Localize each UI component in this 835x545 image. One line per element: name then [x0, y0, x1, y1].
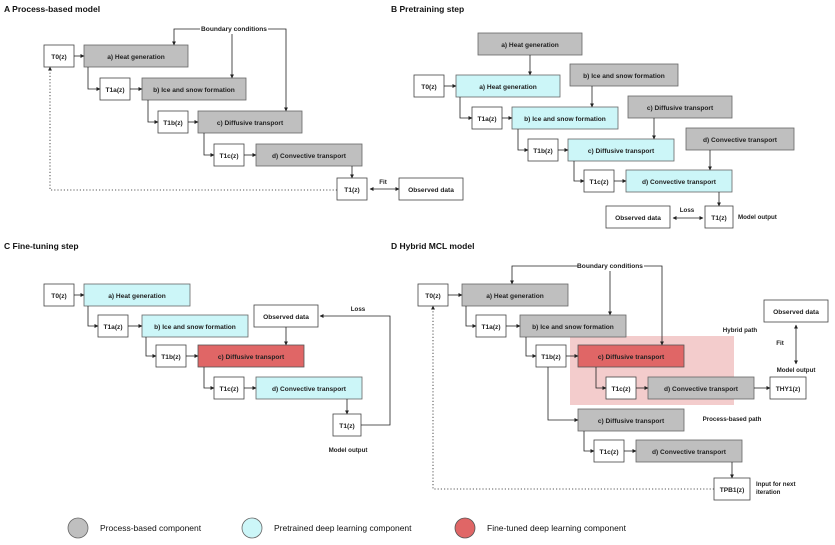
panel-a: T0(z) a) Heat generation T1a(z) b) Ice a… — [43, 26, 464, 201]
b-diff-label: c) Diffusive transport — [588, 148, 655, 155]
d-iteration-label: iteration — [756, 489, 781, 496]
d-heat-label: a) Heat generation — [486, 293, 544, 300]
b-t1b-label: T1b(z) — [533, 148, 552, 155]
d-conv-hyb-label: d) Convective transport — [664, 386, 739, 393]
b-t0-label: T0(z) — [421, 84, 436, 91]
b-loss-label: Loss — [680, 207, 695, 214]
b-ice-label: b) Ice and snow formation — [524, 116, 606, 123]
d-observed-box — [763, 299, 829, 323]
a-observed-label: Observed data — [408, 187, 454, 194]
a-t0-label: T0(z) — [51, 54, 66, 61]
d-thy1-label: THY1(z) — [776, 386, 801, 393]
c-ice-label: b) Ice and snow formation — [154, 324, 236, 331]
c-t1a-label: T1a(z) — [103, 324, 122, 331]
legend: Process-based component Pretrained deep … — [67, 517, 627, 539]
a-t1-label: T1(z) — [344, 187, 359, 194]
b-observed-box — [605, 205, 671, 229]
c-conv-label: d) Convective transport — [272, 386, 347, 393]
d-diff-pb-label: c) Diffusive transport — [598, 418, 665, 425]
panel-a-title: A Process-based model — [4, 4, 100, 14]
d-t0-label: T0(z) — [425, 293, 440, 300]
c-diff-label: c) Diffusive transport — [218, 354, 285, 361]
b-diff-ref-label: c) Diffusive transport — [647, 105, 714, 112]
panel-d-title: D Hybrid MCL model — [391, 241, 474, 251]
a-conv-label: d) Convective transport — [272, 153, 347, 160]
d-boundary-label: Boundary conditions — [577, 263, 643, 270]
a-fit-label: Fit — [379, 179, 387, 186]
legend-process-swatch — [67, 517, 89, 539]
d-t1a-label: T1a(z) — [481, 324, 500, 331]
legend-pretrained-label: Pretrained deep learning component — [274, 523, 412, 533]
c-t1b-label: T1b(z) — [161, 354, 180, 361]
panel-b-title: B Pretraining step — [391, 4, 464, 14]
a-boundary-label: Boundary conditions — [201, 26, 267, 33]
d-t1c-hyb-label: T1c(z) — [611, 386, 630, 393]
b-diff-ref-box — [627, 95, 733, 119]
a-heat-label: a) Heat generation — [107, 54, 165, 61]
c-heat-label: a) Heat generation — [108, 293, 166, 300]
d-conv-pb-label: d) Convective transport — [652, 449, 727, 456]
d-diff-label: c) Diffusive transport — [598, 354, 665, 361]
legend-finetuned-swatch — [454, 517, 476, 539]
c-observed-label: Observed data — [263, 314, 309, 321]
b-t1c-label: T1c(z) — [589, 179, 608, 186]
b-conv-ref-label: d) Convective transport — [703, 137, 778, 144]
a-t1a-label: T1a(z) — [105, 87, 124, 94]
b-t1-label: T1(z) — [711, 215, 726, 222]
d-t1b-label: T1b(z) — [541, 354, 560, 361]
b-t1a-label: T1a(z) — [477, 116, 496, 123]
c-model-output-label: Model output — [329, 447, 368, 454]
d-hybrid-path-label: Hybrid path — [723, 327, 758, 334]
b-observed-label: Observed data — [615, 215, 661, 222]
d-input-next-label: Input for next — [756, 481, 796, 488]
a-diff-label: c) Diffusive transport — [217, 120, 284, 127]
a-t1c-label: T1c(z) — [219, 153, 238, 160]
b-model-output-label: Model output — [738, 214, 777, 221]
panel-b: a) Heat generation T0(z) a) Heat generat… — [413, 32, 795, 229]
legend-process-label: Process-based component — [100, 523, 202, 533]
d-model-output-label: Model output — [777, 367, 816, 374]
d-ice-label: b) Ice and snow formation — [532, 324, 614, 331]
legend-finetuned-label: Fine-tuned deep learning component — [487, 523, 627, 533]
a-ice-label: b) Ice and snow formation — [153, 87, 235, 94]
c-t0-label: T0(z) — [51, 293, 66, 300]
panel-c: T0(z) a) Heat generation T1a(z) b) Ice a… — [43, 283, 391, 454]
c-t1c-label: T1c(z) — [219, 386, 238, 393]
d-process-path-label: Process-based path — [703, 416, 762, 423]
panel-c-title: C Fine-tuning step — [4, 241, 79, 251]
legend-pretrained-swatch — [241, 517, 263, 539]
b-conv-label: d) Convective transport — [642, 179, 717, 186]
d-tpb1-label: TPB1(z) — [720, 487, 745, 494]
d-observed-label: Observed data — [773, 309, 819, 316]
b-heat-ref-label: a) Heat generation — [501, 42, 559, 49]
c-loss-label: Loss — [351, 306, 366, 313]
d-t1c-pb-label: T1c(z) — [599, 449, 618, 456]
b-ice-ref-label: b) Ice and snow formation — [583, 73, 665, 80]
b-ice-ref-box — [569, 63, 679, 87]
a-t1b-label: T1b(z) — [163, 120, 182, 127]
c-t1-label: T1(z) — [339, 423, 354, 430]
panel-d: Boundary conditions T0(z) a) Heat genera… — [417, 263, 829, 501]
d-fit-label: Fit — [776, 340, 784, 347]
b-heat-label: a) Heat generation — [479, 84, 537, 91]
b-conv-ref-box — [685, 127, 795, 151]
